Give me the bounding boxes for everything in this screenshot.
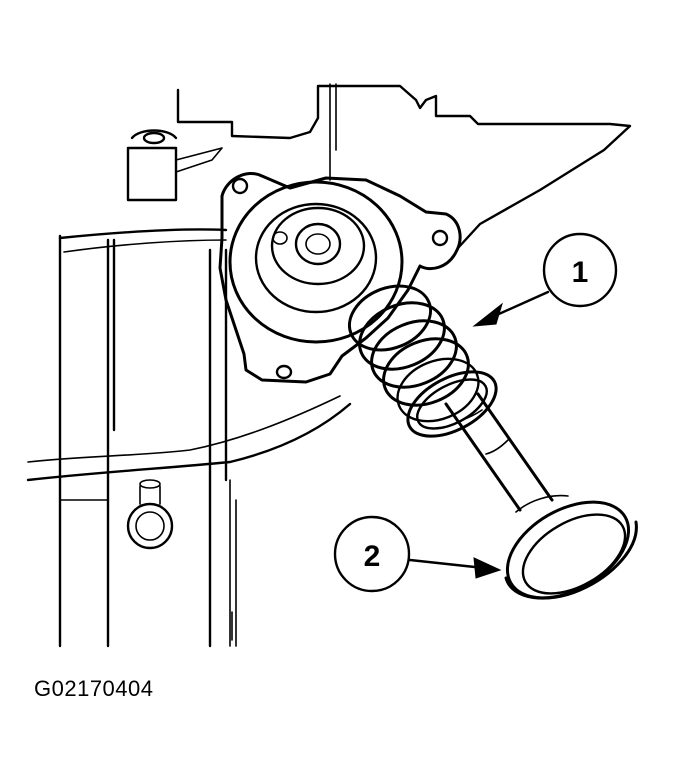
callout-1-leader [488, 290, 550, 320]
servo-bore-flange [218, 172, 462, 384]
callout-2-circle [333, 515, 411, 593]
callout-1-number: 1 [572, 256, 589, 289]
callout-1-circle [542, 232, 618, 308]
spring [347, 284, 480, 423]
callout-2-number: 2 [364, 540, 381, 573]
callout-1-arrowhead [472, 302, 503, 327]
callout-2: 2 [333, 515, 502, 593]
transmission-case [26, 83, 632, 648]
callout-1: 1 [472, 232, 618, 327]
figure-id-label: G02170404 [34, 676, 154, 701]
callout-2-leader [408, 558, 486, 570]
callout-2-arrowhead [473, 557, 502, 579]
piston [406, 370, 638, 600]
